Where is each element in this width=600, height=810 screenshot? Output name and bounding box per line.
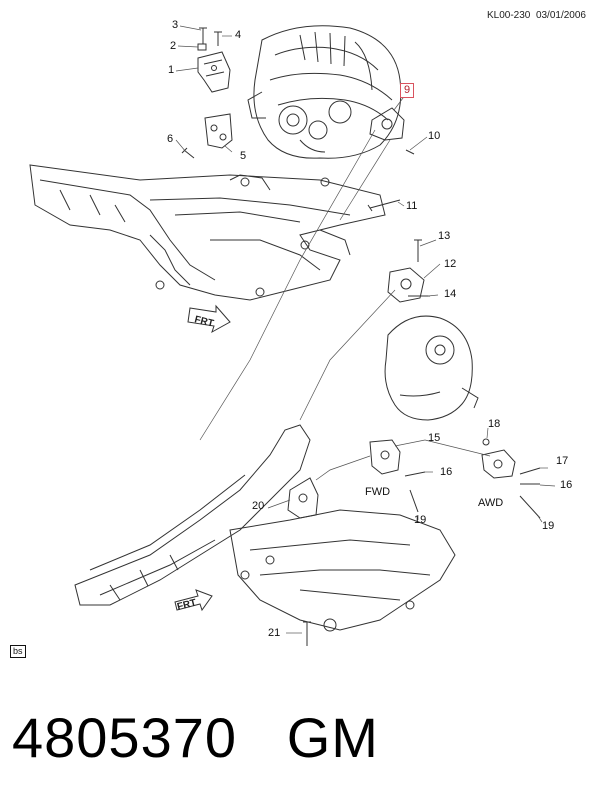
bolt-19-fwd-drawing [409,489,419,513]
frt-label-bottom: FRT [176,598,198,613]
part-number-footer: 4805370 GM [12,705,379,770]
callout-12: 12 [444,258,457,270]
callout-6: 6 [167,133,174,145]
callout-10: 10 [428,130,441,142]
bolt-10-drawing [405,149,415,155]
front-arrow-bottom-drawing [174,589,213,612]
mount-9-drawing [369,107,405,141]
leader-lines [175,25,556,634]
mount-12-drawing [387,267,425,303]
bracket-1-drawing [197,51,231,93]
mount-20-drawing [287,477,319,519]
bolt-4-drawing [214,31,222,46]
bolt-17-awd-drawing [519,467,541,475]
callout-3: 3 [172,19,179,31]
callout-19-fwd: 19 [414,514,427,526]
callout-2: 2 [170,40,177,52]
lower-frame-drawing [74,424,456,632]
callout-16-awd: 16 [560,479,573,491]
bolt-19-awd-drawing [519,495,541,519]
mount-15-fwd-drawing [369,439,401,475]
bs-tag: bs [10,645,26,658]
awd-label: AWD [478,497,504,509]
callout-20: 20 [252,500,265,512]
bolt-3-drawing [199,27,207,44]
part-number: 4805370 [12,706,238,769]
callout-21: 21 [268,627,281,639]
nut-18-drawing [482,438,490,446]
transmission-drawing [384,315,479,421]
fwd-label: FWD [365,486,391,498]
nut-2-drawing [197,43,207,51]
brand-name: GM [286,706,379,769]
callout-19-awd: 19 [542,520,555,532]
frt-label-top: FRT [193,314,215,329]
diagram-code: KL00-230 [487,10,531,21]
engine-assembly-drawing [247,25,402,159]
bolt-11-drawing [367,199,401,212]
callout-1: 1 [168,64,175,76]
mount-15-awd-drawing [481,449,516,479]
bracket-5-drawing [204,113,233,149]
callout-17: 17 [556,455,569,467]
diagram-header: KL00-230 03/01/2006 [487,10,586,21]
bolt-13-drawing [414,239,422,262]
callout-4: 4 [235,29,242,41]
callout-14: 14 [444,288,457,300]
callout-18: 18 [488,418,501,430]
bolt-21-drawing [303,621,311,646]
callout-11: 11 [406,200,418,212]
front-arrow-top-drawing [187,304,231,334]
callout-9: 9 [400,83,415,98]
diagram-date: 03/01/2006 [535,10,586,21]
callout-13: 13 [438,230,451,242]
callout-5: 5 [240,150,247,162]
callout-15: 15 [428,432,441,444]
upper-frame-drawing [29,164,386,301]
callout-16-fwd: 16 [440,466,453,478]
bolt-16-fwd-drawing [404,471,426,477]
